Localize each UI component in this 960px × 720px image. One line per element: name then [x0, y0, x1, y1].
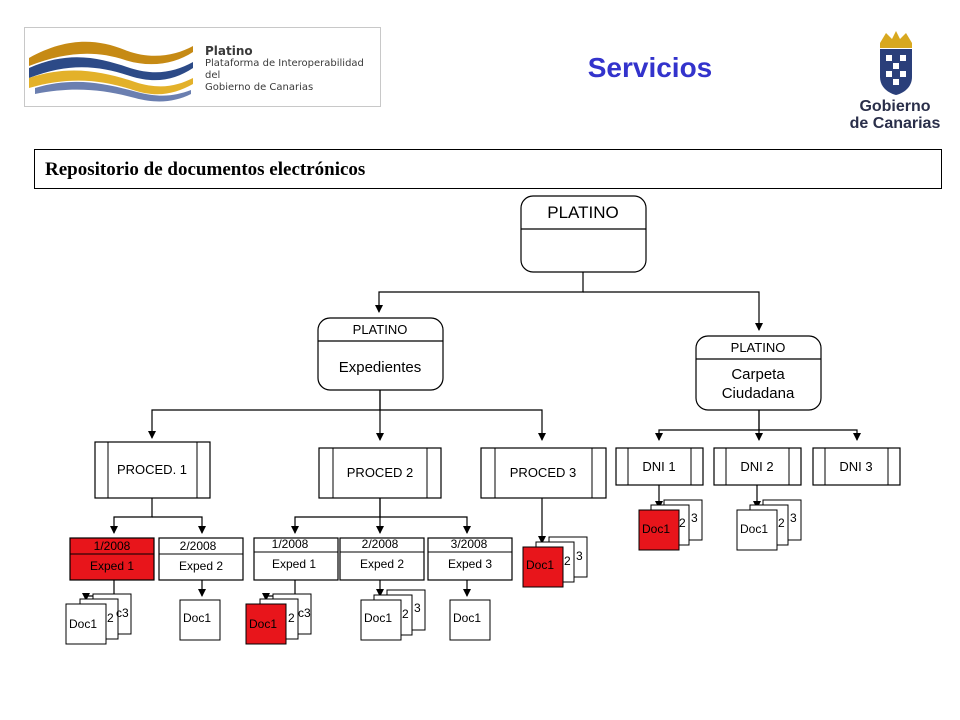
doc-stack: 3 2 Doc1 [736, 499, 802, 551]
dni-node: DNI 1 [615, 447, 704, 486]
doc-label: 2 [107, 611, 114, 625]
expedient-name: Exped 2 [179, 559, 223, 573]
doc-label: Doc1 [69, 617, 97, 631]
gobierno-line-1: Gobierno [859, 98, 931, 115]
connectors [82, 272, 861, 601]
dni-label: DNI 2 [740, 459, 773, 474]
doc-label: c3 [298, 606, 311, 620]
carpeta-line-1: Carpeta [731, 366, 785, 383]
doc-label: Doc1 [453, 611, 481, 625]
procedure-label: PROCED 3 [510, 465, 576, 480]
expedient-name: Exped 1 [90, 559, 134, 573]
expedient-year: 2/2008 [362, 537, 399, 551]
expedient-year: 2/2008 [180, 539, 217, 553]
platino-root-label: PLATINO [547, 203, 618, 222]
doc-label: 2 [288, 611, 295, 625]
carpeta-line-2: Ciudadana [722, 385, 795, 402]
doc-label: 2 [778, 516, 785, 530]
gobierno-text: Gobierno de Canarias [840, 98, 950, 132]
doc-label: 2 [564, 554, 571, 568]
expedient-node: 3/2008 Exped 3 [427, 537, 513, 581]
doc-stack: 3 2 Doc1 [360, 589, 426, 641]
page-title: Servicios [587, 52, 713, 83]
procedure-node: PROCED 3 [480, 447, 607, 499]
doc-stack: 3 2 Doc1 [522, 536, 588, 588]
subtitle: Repositorio de documentos electrónicos [45, 159, 366, 180]
doc-stack: c3 2 Doc1 [65, 593, 132, 645]
expedient-name: Exped 2 [360, 557, 404, 571]
logo-brand: Platino [205, 44, 253, 58]
doc-label: Doc1 [249, 617, 277, 631]
doc-stack: c3 2 Doc1 [245, 593, 312, 645]
dni-node: DNI 2 [713, 447, 802, 486]
expedientes-label: Expedientes [339, 359, 422, 376]
dni-label: DNI 1 [642, 459, 675, 474]
platino-logo: Platino Plataforma de Interoperabilidad … [24, 27, 381, 107]
expedient-name: Exped 1 [272, 557, 316, 571]
doc-label: Doc1 [526, 558, 554, 572]
subtitle-box: Repositorio de documentos electrónicos [34, 149, 942, 189]
doc-label: Doc1 [364, 611, 392, 625]
procedure-label: PROCED 2 [347, 465, 413, 480]
doc-label: Doc1 [183, 611, 211, 625]
doc-label: 3 [414, 601, 421, 615]
expedient-node: 1/2008 Exped 1 [253, 537, 339, 581]
platino-root-node: PLATINO [520, 195, 647, 273]
doc-label: 2 [679, 516, 686, 530]
logo-line-3: Gobierno de Canarias [205, 82, 314, 93]
procedure-node: PROCED 2 [318, 447, 442, 499]
doc-stack: 3 2 Doc1 [638, 499, 703, 551]
carpeta-ciudadana-node: PLATINO Carpeta Ciudadana [695, 335, 822, 411]
dni-node: DNI 3 [812, 447, 901, 486]
gobierno-crest-icon [880, 31, 912, 95]
expedient-node: 1/2008 Exped 1 [69, 537, 155, 581]
gobierno-line-2: de Canarias [849, 115, 941, 132]
doc-label: 3 [576, 549, 583, 563]
dni-label: DNI 3 [839, 459, 872, 474]
expedient-year: 3/2008 [451, 537, 488, 551]
expedient-node: 2/2008 Exped 2 [339, 537, 425, 581]
expedientes-header: PLATINO [353, 322, 408, 337]
platino-wave-icon [29, 41, 193, 102]
logo-line-2: Plataforma de Interoperabilidad del [205, 58, 364, 81]
doc-label: Doc1 [642, 522, 670, 536]
procedure-label: PROCED. 1 [117, 462, 187, 477]
doc-label: 3 [790, 511, 797, 525]
doc-label: 3 [691, 511, 698, 525]
doc-label: 2 [402, 607, 409, 621]
doc-label: Doc1 [740, 522, 768, 536]
expedient-year: 1/2008 [272, 537, 309, 551]
logo-text: Platino Plataforma de Interoperabilidad … [205, 44, 380, 94]
doc-stack: Doc1 [179, 599, 221, 641]
expedient-year: 1/2008 [94, 539, 131, 553]
doc-stack: Doc1 [449, 599, 491, 641]
expedientes-node: PLATINO Expedientes [317, 317, 444, 391]
expedient-name: Exped 3 [448, 557, 492, 571]
doc-label: c3 [116, 606, 129, 620]
procedure-node: PROCED. 1 [94, 441, 211, 499]
expedient-node: 2/2008 Exped 2 [158, 537, 244, 581]
carpeta-header: PLATINO [731, 340, 786, 355]
